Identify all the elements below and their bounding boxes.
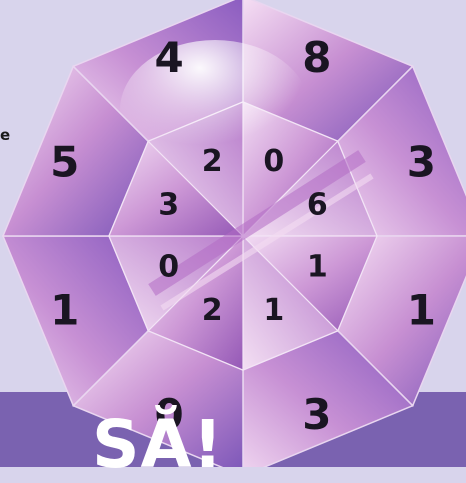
banner-title: SĂ! (92, 412, 224, 478)
inner-ring-number: 1 (307, 249, 328, 284)
outer-ring-number: 4 (155, 33, 184, 82)
inner-ring-number: 2 (202, 293, 223, 328)
inner-ring-number: 2 (202, 144, 223, 179)
octagon-puzzle-board: 8313015406112032 (0, 0, 466, 467)
outer-ring-number: 8 (302, 33, 331, 82)
outer-ring-number: 1 (50, 285, 79, 334)
outer-ring-number: 5 (50, 138, 79, 187)
octagon-board-graphic: 8313015406112032 (0, 0, 466, 467)
outer-ring-number: 3 (302, 390, 331, 439)
outer-ring-number: 3 (407, 138, 436, 187)
partial-side-text: e (0, 126, 10, 144)
inner-ring-number: 0 (263, 144, 284, 179)
inner-ring-number: 0 (158, 249, 179, 284)
inner-ring-number: 1 (263, 293, 284, 328)
inner-ring-number: 3 (158, 188, 179, 223)
inner-ring-number: 6 (307, 188, 328, 223)
outer-ring-number: 1 (407, 285, 436, 334)
